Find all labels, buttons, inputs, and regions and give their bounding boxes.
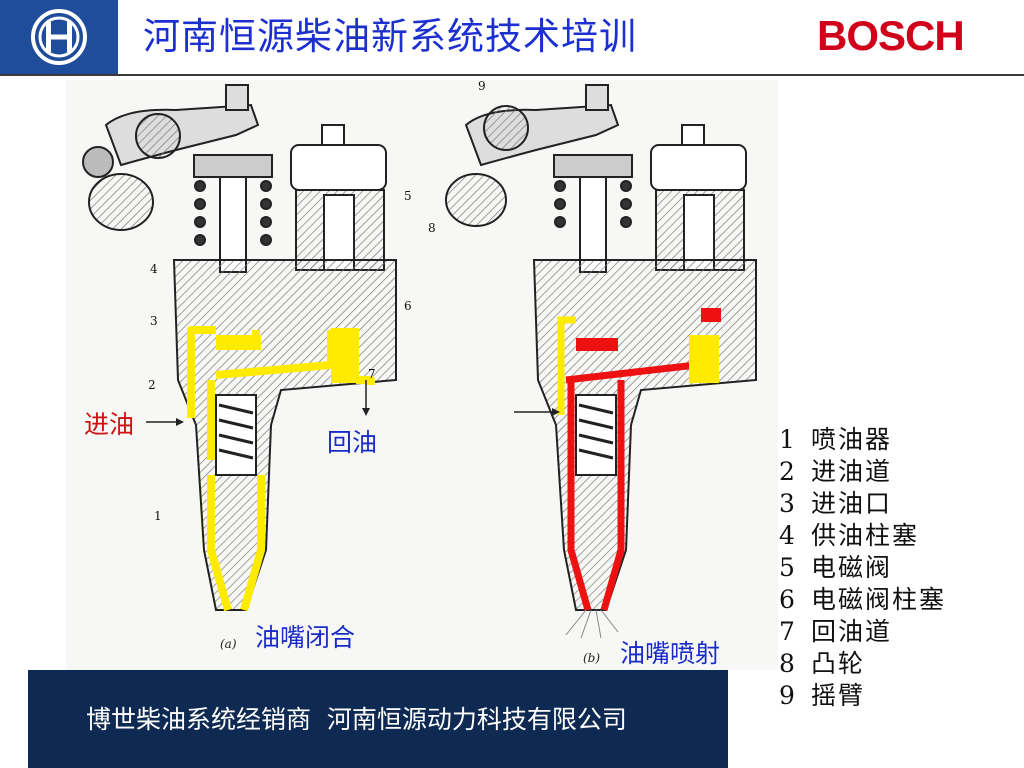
legend-item: 1 喷油器 [779,425,892,454]
bosch-armature-icon [31,9,87,65]
injector-panel-b: 9 8 [428,80,757,639]
callout-fuel-return: 回油 [327,428,378,457]
part-label-8: 8 [428,221,436,235]
logo-box [0,0,118,74]
callout-nozzle-closed: 油嘴闭合 [255,623,356,652]
legend-item: 9 摇臂 [779,681,865,710]
part-label-3: 3 [150,314,158,328]
legend-item: 7 回油道 [779,617,892,646]
callout-nozzle-inject: 油嘴喷射 [620,639,721,668]
rocker-arm-a [82,84,260,178]
brand-logo-text: BOSCH [817,12,965,59]
sub-label-a: (a) [220,637,237,651]
legend-item: 2 进油道 [779,457,892,486]
solenoid-valve-b [650,124,747,271]
part-label-7: 7 [368,367,376,381]
sub-label-b: (b) [583,651,601,665]
footer-company-text: 博世柴油系统经销商 河南恒源动力科技有限公司 [86,705,627,734]
part-labels-a: 4 3 2 1 5 6 7 [148,189,412,523]
part-label-6: 6 [404,299,412,313]
part-label-2: 2 [148,378,156,392]
solenoid-valve-a [290,124,387,271]
plunger-spring-a [194,180,272,246]
part-label-1: 1 [154,509,162,523]
footer-banner: 博世柴油系统经销商 河南恒源动力科技有限公司 [28,670,728,768]
part-label-5: 5 [404,189,412,203]
slide-header: 河南恒源柴油新系统技术培训 BOSCH [0,0,1024,76]
legend-item: 3 进油口 [779,489,892,518]
callout-fuel-in: 进油 [84,410,135,439]
slide-title: 河南恒源柴油新系统技术培训 [143,15,637,58]
fuel-path-low-pressure-a [187,326,375,612]
injector-panel-a: 4 3 2 1 5 6 7 [82,84,412,612]
legend-item: 5 电磁阀 [779,553,892,582]
legend-item: 4 供油柱塞 [779,521,919,550]
legend-item: 8 凸轮 [779,649,865,678]
header-divider [0,74,1024,76]
legend-item: 6 电磁阀柱塞 [779,585,946,614]
cam-b [445,173,507,227]
cam-a [88,173,154,231]
rocker-arm-b [464,84,620,167]
part-label-9: 9 [478,80,486,93]
part-label-4: 4 [150,262,158,276]
unit-injector-diagram: 4 3 2 1 5 6 7 [66,80,778,670]
part-labels-b: 9 8 [428,80,486,235]
